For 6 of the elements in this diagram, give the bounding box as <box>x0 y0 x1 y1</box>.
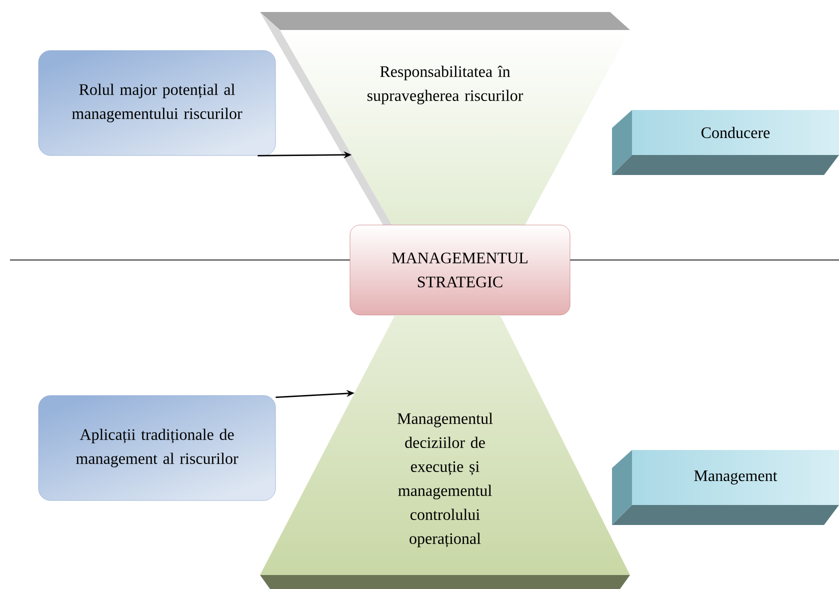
rounded-box: Aplicații tradiționale de management al riscurilor <box>38 395 276 501</box>
slab-box: Management <box>612 450 839 525</box>
node-label: Managementul deciziilor de execuție și managementul controlului operațional <box>397 412 493 548</box>
rounded-box: MANAGEMENTUL STRATEGIC <box>350 224 570 316</box>
rounded-box: Rolul major potențial al managementului riscurilor <box>38 50 276 156</box>
slab-box: Conducere <box>612 110 839 175</box>
